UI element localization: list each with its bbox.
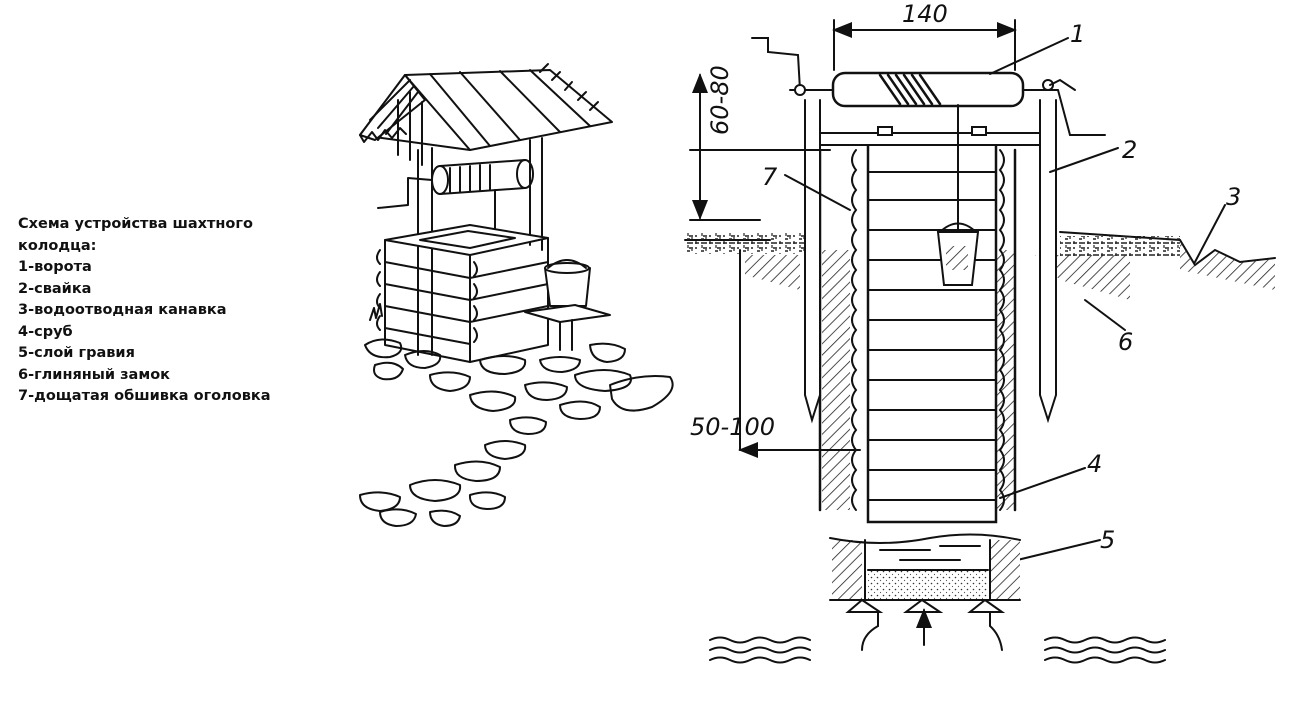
legend: Схема устройства шахтного колодца: 1-вор…: [18, 214, 298, 408]
legend-title-line2: колодца:: [18, 237, 97, 254]
legend-item-6: 6-глиняный замок: [18, 366, 170, 383]
legend-item-2: 2-свайка: [18, 280, 92, 297]
dimension-width: 140: [902, 0, 948, 28]
legend-item-4: 4-сруб: [18, 323, 73, 340]
callout-1: 1: [1070, 20, 1085, 48]
legend-title-line1: Схема устройства шахтного: [18, 216, 253, 232]
callout-5: 5: [1100, 526, 1115, 554]
well-cross-section: [684, 19, 1276, 664]
callout-7: 7: [762, 163, 778, 191]
well-perspective-drawing: [359, 63, 674, 527]
callout-2: 2: [1122, 136, 1137, 164]
dimension-height: 60-80: [706, 65, 734, 135]
callout-3: 3: [1226, 183, 1241, 211]
legend-item-3: 3-водоотводная канавка: [18, 302, 227, 318]
callout-4: 4: [1087, 450, 1102, 478]
callout-6: 6: [1118, 328, 1133, 356]
legend-item-1: 1-ворота: [18, 259, 92, 275]
legend-item-7: 7-дощатая обшивка оголовка: [18, 388, 271, 404]
legend-item-5: 5-слой гравия: [18, 345, 135, 361]
dimension-depth: 50-100: [690, 413, 775, 441]
